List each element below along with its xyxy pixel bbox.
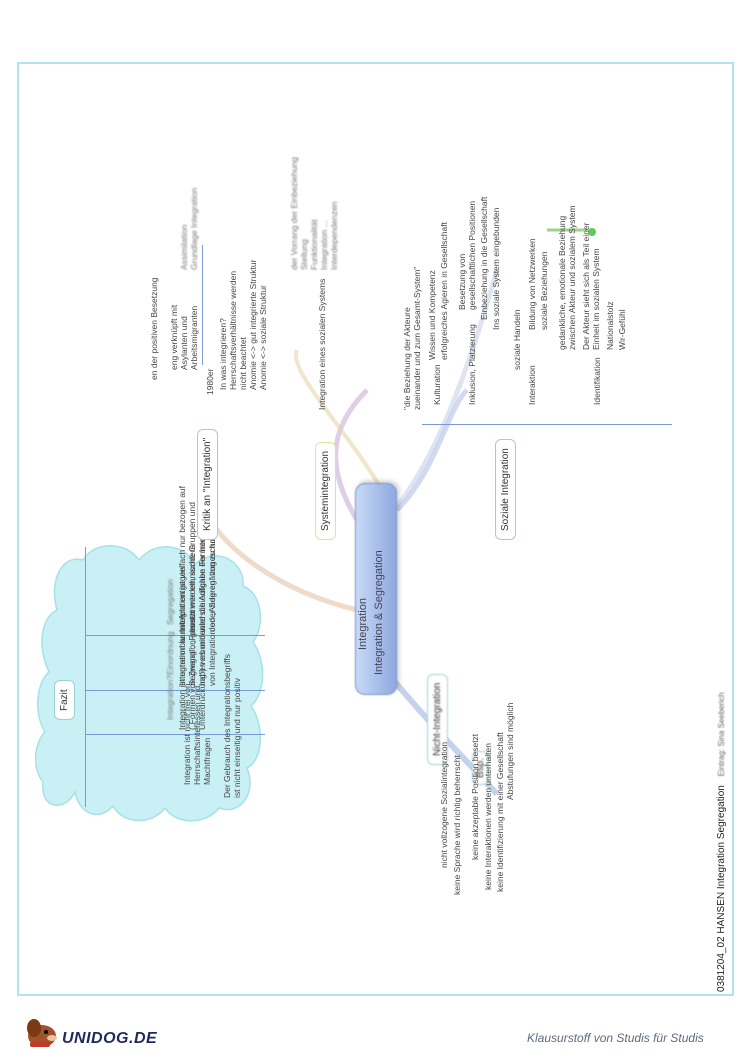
system-item: Integration eines sozialen Systems [317,278,327,410]
identifikation-label: Identifikation [592,357,602,405]
kritik-faded: Assimilation [179,224,189,270]
kritik-item: Anomie <-> soziale Struktur [258,285,268,390]
kritik-item: Herrschaftsverhältnisse werden [228,270,238,390]
identifikation-item: zwischen Akteur und sozialem System [567,205,577,350]
fazit-faded: Segregation [165,579,175,625]
central-line2: Integration & Segregation [373,550,385,675]
nicht-item: Abstufungen sind möglich [505,702,515,800]
dog-logo-icon [27,1019,57,1047]
interaktion-item: Bildung von Netzwerken [527,238,537,330]
kritik-item: In was integrieren? [218,318,228,390]
kritik-heading: Kritik an "Integration" [197,428,218,540]
nicht-item: keine Interaktionen werden unterhalten [483,743,493,890]
system-faded: Interdependenzen [329,201,339,270]
site-logo-text: UNIDOG.DE [62,1030,158,1047]
fazit-faded: Integration? [165,675,175,720]
doc-suffix: Eintrag: Sina Seeberich [717,692,726,777]
inklusion-item: Ins soziale System eingebunden [491,207,501,330]
fazit-item: bestimmte ethnische Gruppen und [187,502,197,632]
nicht-item: nicht vollzogene Sozialintegration [439,741,449,868]
system-faded: Integration ... [319,220,329,270]
tagline: Klausurstoff von Studis für Studis [527,1031,704,1045]
kritik-separator [202,245,203,365]
fazit-heading: Fazit [54,680,75,720]
system-faded: Funktionalität [309,219,319,270]
mindmap: Integration Integration & Segregation Fa… [27,70,727,990]
interaktion-label: Interaktion [527,365,537,405]
system-faded: Stellung [299,239,309,270]
fazit-item: Der Gebrauch des Integrationsbegriffs [222,654,232,798]
document-footer: 0381204_02 HANSEN Integration Segregatio… [716,672,727,992]
inklusion-item: gesellschaftlichen Positionen [467,200,477,310]
fazit-branch-3 [85,635,265,636]
fazit-faded: Einordnung [165,631,175,675]
kritik-item: en der positiven Besetzung [149,277,159,380]
nicht-item: keine Identifizierung mit einer Gesellsc… [495,732,505,892]
nicht-item: keine akzeptable Position besetzt [470,733,480,860]
kritik-item: Asylanten und [179,316,189,370]
kritik-item: 1980er [205,368,215,395]
fazit-cloud [35,545,264,822]
identifikation-item: gedankliche, emotionale Beziehung [557,215,567,350]
inklusion-label: Inklusion, Platzierung [467,324,477,405]
inklusion-item: Besetzung von [457,253,467,310]
fazit-item: den „Anderen" zugeschoben [207,524,217,632]
kritik-item: nicht beachtet [238,337,248,390]
fazit-item: Integration ist vielfach nur bezogen auf [177,485,187,632]
fazit-item: ist nicht einseitig und nur positiv [232,677,242,798]
identifikation-item: Wir-Gefühl [617,309,627,350]
fazit-item: Machtfragen [202,737,212,785]
fazit-separator [85,547,86,807]
kritik-item: Anomie <-> gut integrierte Struktur [248,259,258,390]
kulturation-item: Wissen und Kompetenz [427,270,437,360]
kritik-item: eng verknüpft mit [169,304,179,370]
inklusion-item: Einbeziehung in die Gesellschaft [479,196,489,320]
doc-id: 0381204_02 HANSEN Integration Segregatio… [716,785,727,992]
interaktion-item: soziale Handeln [512,309,522,370]
kulturation-item: erfolgreiches Agieren in Gesellschaft [439,222,449,360]
system-faded: der Vorrang der Einbeziehung [289,157,299,270]
kritik-item: Arbeitsmigranten [189,305,199,370]
sozial-intro: zueinander und zum Gesamt-System" [412,266,422,410]
sozial-branch [422,424,672,425]
interaktion-item: soziale Beziehungen [539,251,549,330]
central-line1: Integration [357,598,369,650]
sozial-heading: Soziale Integration [495,439,516,540]
identifikation-item: Nationalstolz [605,301,615,350]
kulturation-label: Kulturation [432,364,442,405]
system-heading: Systemintegration [315,441,336,540]
kritik-faded: Grundlage Integration [189,187,199,270]
sozial-intro: "die Beziehung der Akteure [402,307,412,410]
page-frame [17,62,734,996]
identifikation-item: Einheit im sozialen System [591,248,601,350]
identifikation-item: Der Akteur sieht sich als Teil einer [581,222,591,350]
nicht-item: keine Sprache wird richtig beherrscht [452,755,462,895]
